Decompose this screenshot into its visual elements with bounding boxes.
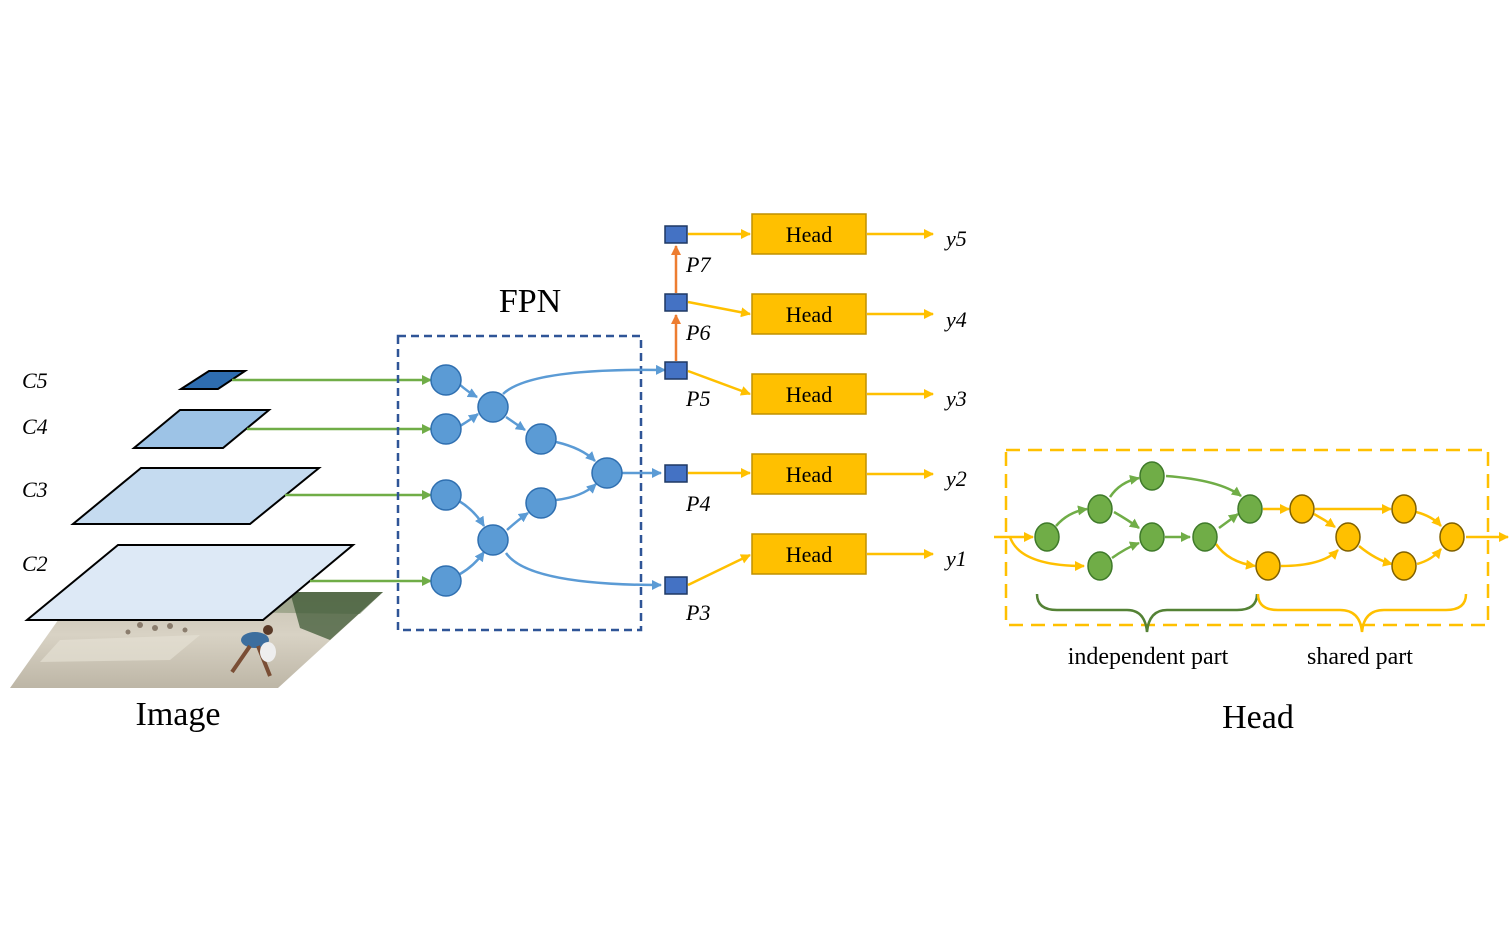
- p6-label: P6: [685, 320, 710, 345]
- shared-node: [1289, 494, 1315, 524]
- independent-brace: [1035, 593, 1259, 633]
- fpn-node: [430, 565, 462, 597]
- p3-label: P3: [685, 600, 710, 625]
- yellow-edge: [1358, 545, 1393, 567]
- independent-node: [1237, 494, 1263, 524]
- shared-node: [1391, 494, 1417, 524]
- c4-label: C4: [22, 414, 48, 439]
- fpn-to-p3: [504, 552, 662, 590]
- yellow-edge: [1313, 512, 1336, 529]
- head-box-label: Head: [786, 302, 832, 327]
- fpn-node: [430, 364, 462, 396]
- p6-to-head-arrow: [687, 300, 751, 318]
- yellow-edge: [1415, 510, 1442, 527]
- backbone-stack: C5 C4 C3 C2 Image: [10, 368, 383, 733]
- green-edge: [1111, 541, 1140, 560]
- independent-node: [1087, 494, 1113, 524]
- fpn-edge: [458, 499, 486, 527]
- fpn-node: [591, 457, 623, 489]
- shared-part-label: shared part: [1307, 644, 1413, 670]
- yellow-edge: [1416, 548, 1442, 566]
- head-box-label: Head: [786, 462, 832, 487]
- c5-label: C5: [22, 368, 48, 393]
- c5-feature-map: [177, 370, 249, 390]
- green-edge: [1055, 505, 1088, 527]
- green-edge: [1165, 474, 1242, 498]
- p5-label: P5: [685, 386, 710, 411]
- head-detail-dashed-box: [1004, 448, 1490, 627]
- yellow-edge: [1214, 543, 1256, 570]
- head-box-p4: [751, 453, 867, 495]
- green-edge: [1113, 510, 1140, 530]
- green-edge: [1218, 512, 1239, 530]
- independent-node: [1139, 522, 1165, 552]
- y4-label: y4: [944, 307, 967, 332]
- fpn-edge: [505, 415, 526, 432]
- p5-node: [664, 361, 688, 380]
- c2-label: C2: [22, 551, 48, 576]
- fpn-node: [477, 524, 509, 556]
- head-detail: independent part shared part Head: [994, 448, 1509, 736]
- head-shared-input: [1008, 536, 1085, 571]
- fpn-node: [525, 487, 557, 519]
- shared-node: [1255, 551, 1281, 581]
- p3-node: [664, 576, 688, 595]
- fpn-edge: [459, 412, 479, 428]
- yellow-edge: [1280, 549, 1339, 568]
- green-edge: [1108, 474, 1140, 498]
- shared-node: [1335, 522, 1361, 552]
- p4-label: P4: [685, 491, 710, 516]
- fpn-edge: [506, 511, 529, 531]
- shared-brace: [1256, 593, 1468, 633]
- head-box-p3: [751, 533, 867, 575]
- output-arrows: [867, 229, 934, 559]
- fpn-node: [430, 413, 462, 445]
- c4-feature-map: [131, 409, 272, 449]
- head-box-p5: [751, 373, 867, 415]
- independent-node: [1192, 522, 1218, 552]
- fpn-block: FPN: [396, 283, 666, 632]
- p7-node: [664, 225, 688, 244]
- p4-node: [664, 464, 688, 483]
- fpn-dashed-box: [396, 334, 643, 632]
- y1-label: y1: [944, 546, 967, 571]
- shared-node: [1391, 551, 1417, 581]
- c2-feature-map: [24, 544, 356, 621]
- independent-node: [1034, 522, 1060, 552]
- fpn-edge: [458, 383, 478, 399]
- head-detail-title: Head: [1222, 699, 1294, 736]
- output-labels: y5 y4 y3 y2 y1: [944, 226, 967, 571]
- image-label: Image: [136, 696, 221, 733]
- independent-node: [1139, 461, 1165, 491]
- head-box-p7: [751, 213, 867, 255]
- c3-feature-map: [70, 467, 322, 525]
- independent-node: [1087, 551, 1113, 581]
- fpn-to-p5: [502, 364, 666, 395]
- y2-label: y2: [944, 466, 967, 491]
- independent-part-label: independent part: [1068, 644, 1229, 670]
- head-box-label: Head: [786, 542, 832, 567]
- p3-to-head-arrow: [687, 553, 751, 587]
- p6-node: [664, 293, 688, 312]
- p5-to-head-arrow: [687, 369, 751, 396]
- p7-label: P7: [685, 252, 711, 277]
- fpn-edge: [459, 551, 486, 576]
- y3-label: y3: [944, 386, 967, 411]
- y5-label: y5: [944, 226, 967, 251]
- head-box-label: Head: [786, 382, 832, 407]
- c3-label: C3: [22, 477, 48, 502]
- fpn-title: FPN: [499, 283, 561, 320]
- head-box-p6: [751, 293, 867, 335]
- fpn-node: [477, 391, 509, 423]
- fpn-node: [525, 423, 557, 455]
- fpn-edge: [555, 440, 596, 462]
- fpn-edge: [555, 483, 597, 502]
- shared-node: [1439, 522, 1465, 552]
- pyramid-levels: P7 P6 P5 P4 P3: [664, 225, 711, 625]
- fpn-node: [430, 479, 462, 511]
- head-box-label: Head: [786, 222, 832, 247]
- head-boxes: Head Head Head Head Head: [751, 213, 867, 575]
- level-to-head-arrows: [687, 229, 751, 587]
